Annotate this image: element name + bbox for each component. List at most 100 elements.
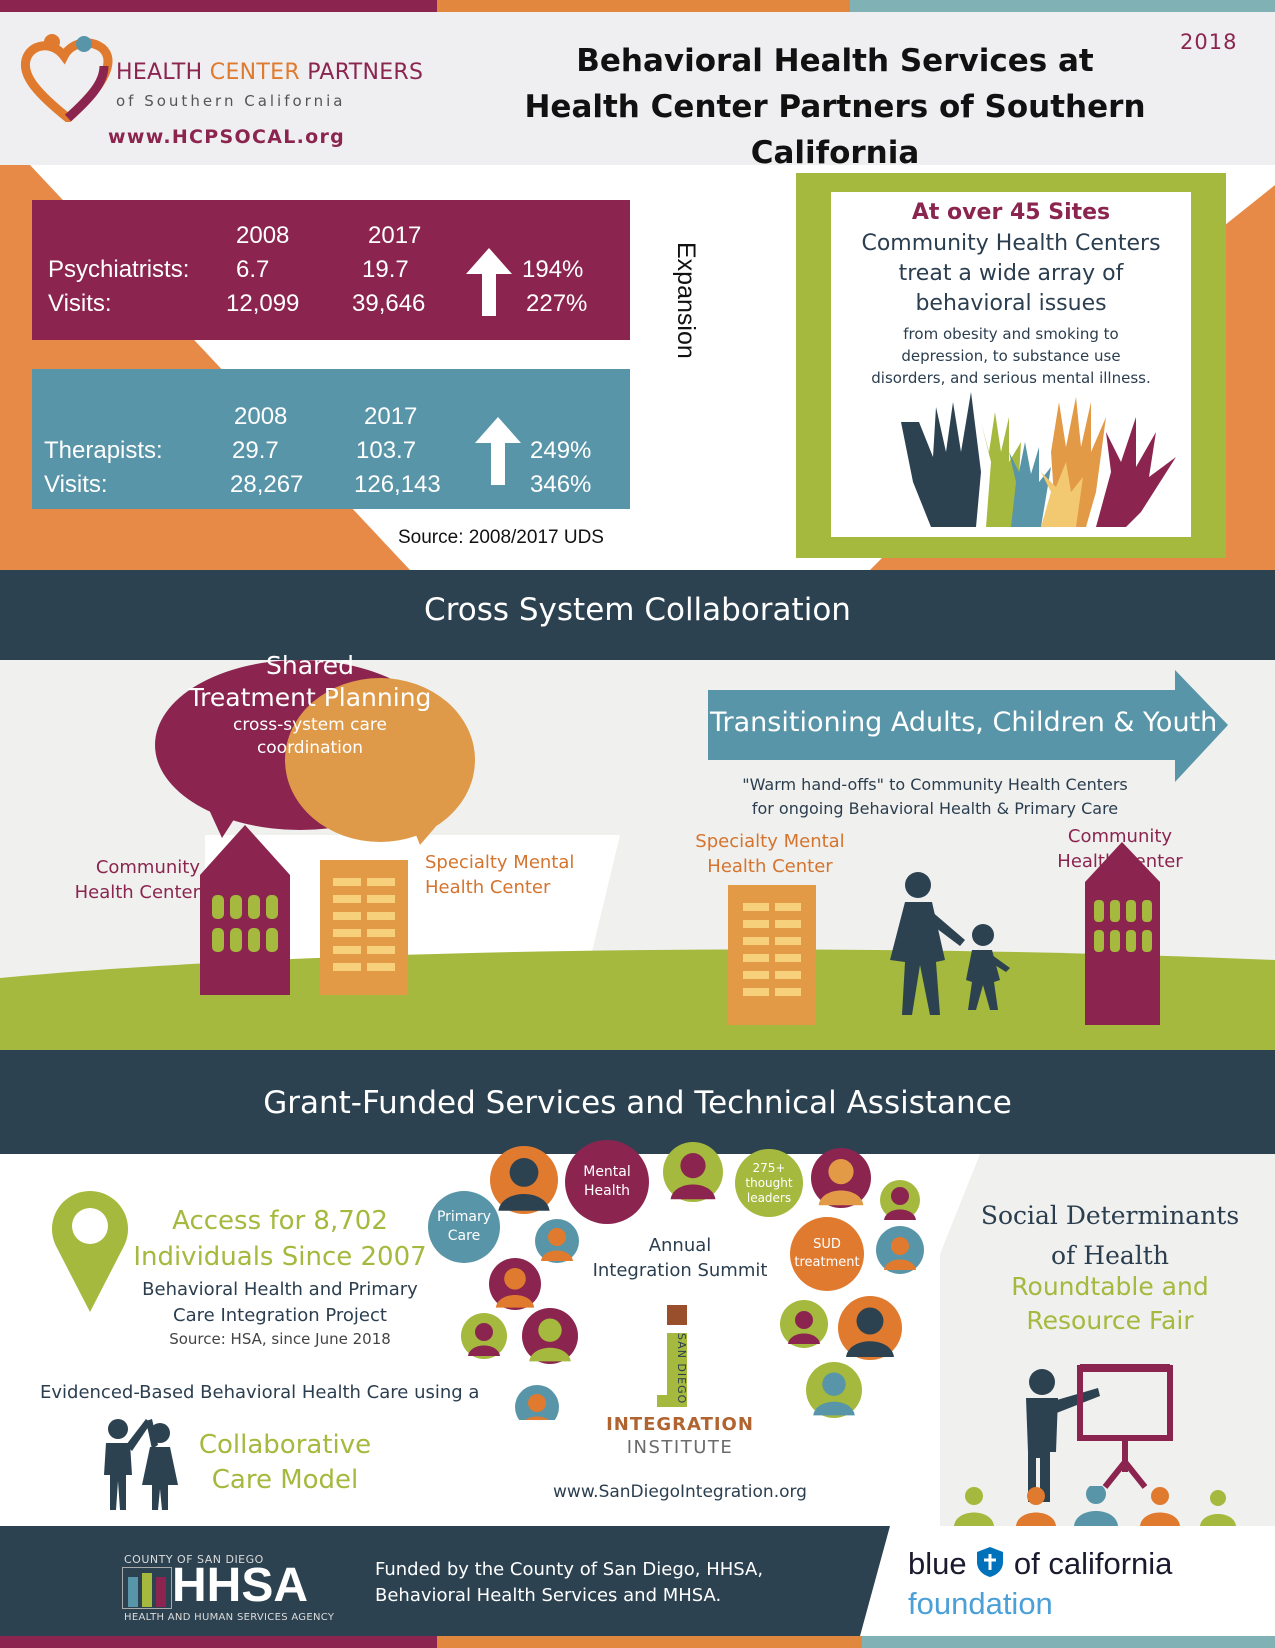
text-line: Community Health Centers (861, 231, 1161, 256)
text-line: Behavioral Health and Primary (142, 1279, 418, 1300)
hhsa-logo-text: HHSA (172, 1559, 309, 1612)
text-line: treat a wide array of (898, 261, 1124, 286)
label-line: for ongoing Behavioral Health & Primary … (751, 799, 1119, 818)
section-title: Cross System Collaboration (424, 592, 851, 628)
row-label: Therapists: (44, 437, 163, 464)
sites-title: At over 45 Sites (911, 200, 1111, 225)
text-line: disorders, and serious mental illness. (871, 369, 1151, 387)
logo-subtitle: of Southern California (116, 92, 346, 110)
logo-name-part: HEALTH (116, 60, 210, 85)
sites-small-text: from obesity and smoking to depression, … (831, 323, 1191, 389)
bubble-line: cross-system care (233, 715, 387, 735)
year-header: 2008 (234, 403, 288, 430)
website-url[interactable]: www.HCPSOCAL.org (108, 126, 346, 148)
circle-line: Primary (436, 1209, 492, 1225)
label-line: Health Center (1057, 851, 1183, 872)
location-pin-icon (52, 1191, 128, 1312)
growth-percent: 346% (530, 471, 592, 498)
label-line: Community (1067, 826, 1173, 847)
chc-label-left: Community Health Center (60, 855, 200, 905)
circle-line: treatment (794, 1255, 860, 1270)
foundation-label: foundation (908, 1586, 1053, 1621)
growth-percent: 194% (522, 256, 584, 283)
text-line: from obesity and smoking to (903, 325, 1119, 343)
bubble-line: coordination (256, 738, 364, 758)
title-line: Social Determinants (980, 1201, 1240, 1230)
label-line: Specialty Mental (695, 831, 845, 852)
title-line: Care Model (211, 1465, 359, 1495)
chc-label-right: Community Health Center (1040, 824, 1200, 874)
value-2008: 28,267 (230, 471, 304, 498)
label-line: Health Center (707, 856, 833, 877)
label-line: Annual (648, 1235, 712, 1256)
bubble-line: Shared (265, 651, 354, 680)
up-arrow-icon (466, 248, 512, 316)
bottom-stripe-orange (437, 1636, 862, 1648)
cross-system-band: Cross System Collaboration (0, 570, 1275, 660)
integration-url[interactable]: www.SanDiegoIntegration.org (553, 1482, 807, 1502)
logo-word: of california (1013, 1546, 1173, 1581)
year-label: 2018 (1180, 30, 1238, 54)
heart-logo-icon (20, 34, 113, 122)
value-2017: 39,646 (352, 290, 426, 317)
roundtable-title: Roundtable and Resource Fair (960, 1270, 1260, 1338)
text-line: behavioral issues (915, 291, 1107, 316)
title-line: Roundtable and (1011, 1272, 1209, 1301)
therapists-stats: 2008 2017 Therapists: 29.7 103.7 249% Vi… (32, 369, 630, 509)
value-2008: 12,099 (226, 290, 300, 317)
circle-line: SUD (813, 1237, 841, 1252)
label-line: Specialty Mental (425, 852, 575, 873)
access-source: Source: HSA, since June 2018 (169, 1330, 391, 1348)
value-2008: 29.7 (232, 437, 279, 464)
text-line: Care Integration Project (173, 1305, 387, 1326)
page-title: Behavioral Health Services at Health Cen… (440, 38, 1230, 176)
row-label: Visits: (48, 290, 112, 317)
shield-icon (977, 1547, 1004, 1577)
text-line: depression, to substance use (901, 347, 1121, 365)
logo-name-part: CENTER (209, 60, 300, 85)
raised-hands-icon (901, 392, 1176, 527)
agency-label: HEALTH AND HUMAN SERVICES AGENCY (124, 1612, 335, 1623)
access-subtitle: Behavioral Health and Primary Care Integ… (120, 1277, 440, 1329)
label-line: Integration Summit (592, 1260, 768, 1281)
funding-note: Funded by the County of San Diego, HHSA,… (375, 1557, 763, 1609)
year-header: 2017 (368, 222, 422, 249)
blue-of-california-logo: blue of california (908, 1546, 1172, 1582)
top-stripe-orange (437, 0, 850, 12)
title-line: Collaborative (198, 1430, 372, 1460)
county-label: COUNTY OF SAN DIEGO (124, 1553, 264, 1566)
title-line: Resource Fair (1026, 1306, 1194, 1335)
smhc-label-left: Specialty Mental Health Center (425, 850, 600, 900)
bluecross-panel (860, 1526, 1275, 1636)
header (0, 12, 1275, 165)
growth-percent: 249% (530, 437, 592, 464)
value-2017: 103.7 (356, 437, 417, 464)
year-header: 2017 (364, 403, 418, 430)
collaborative-care-title: Collaborative Care Model (185, 1428, 385, 1498)
summit-circles (461, 1142, 924, 1420)
expansion-label: Expansion (672, 242, 700, 359)
title-line: Individuals Since 2007 (133, 1242, 427, 1272)
row-label: Psychiatrists: (48, 256, 190, 283)
warm-handoffs-text: "Warm hand-offs" to Community Health Cen… (700, 773, 1170, 821)
label-line: "Warm hand-offs" to Community Health Cen… (742, 775, 1128, 794)
smhc-label-right: Specialty Mental Health Center (680, 829, 860, 879)
integration-institute-logo-icon (657, 1305, 687, 1407)
audience-icon (954, 1486, 1236, 1526)
title-line: of Health (1051, 1241, 1169, 1270)
sites-main-text: Community Health Centers treat a wide ar… (831, 229, 1191, 319)
integration-summit-label: Annual Integration Summit (585, 1233, 775, 1283)
label-line: Community (95, 857, 200, 878)
section-title: Grant-Funded Services and Technical Assi… (263, 1085, 1012, 1121)
circle-line: Mental (583, 1164, 631, 1180)
bubble-line: Treatment Planning (188, 683, 432, 712)
access-title: Access for 8,702 Individuals Since 2007 (120, 1203, 440, 1275)
logo-name-part: PARTNERS (299, 60, 424, 85)
presenter-icon (1026, 1364, 1173, 1502)
year-header: 2008 (236, 222, 290, 249)
bottom-stripe-teal (862, 1636, 1275, 1648)
psychiatrists-stats: 2008 2017 Psychiatrists: 6.7 19.7 194% V… (32, 200, 630, 340)
san-diego-label: SAN DIEGO (675, 1333, 688, 1405)
